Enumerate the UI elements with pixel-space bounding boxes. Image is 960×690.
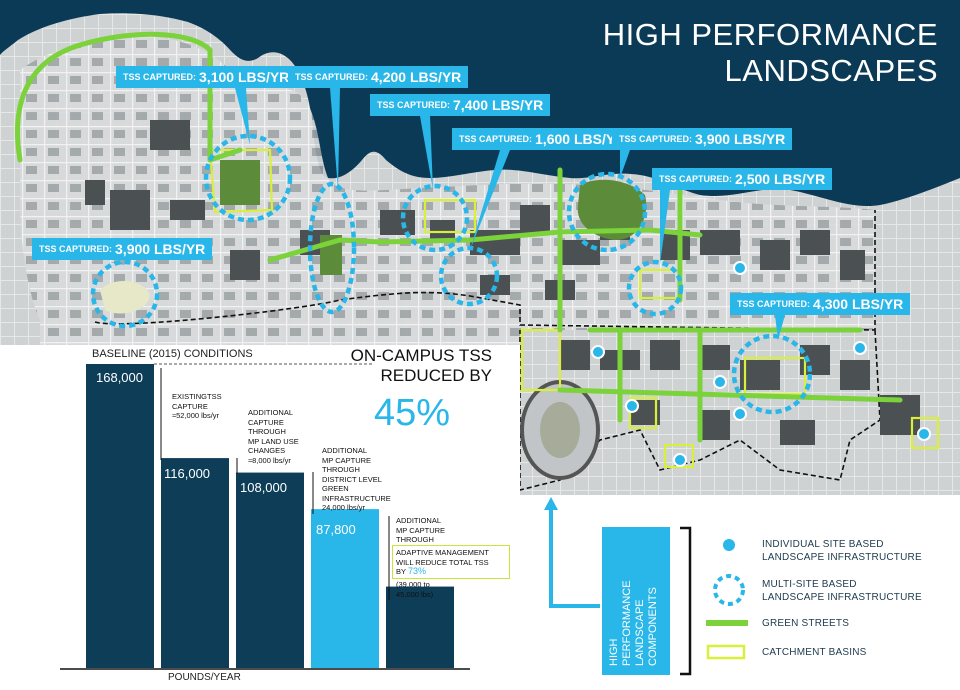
note-line: ADDITIONAL <box>322 446 368 455</box>
callout-value: 2,500 LBS/YR <box>735 171 826 187</box>
note-line: THROUGH <box>322 465 360 474</box>
callout-label: TSS CAPTURED: <box>295 72 369 82</box>
note-existing-capture: EXISTINGTSS CAPTURE ≈52,000 lbs/yr <box>172 392 222 421</box>
callout-label: TSS CAPTURED: <box>459 134 533 144</box>
note-line: 45,000 lbs) <box>396 589 434 599</box>
legend-item-line: CATCHMENT BASINS <box>762 647 867 658</box>
callout-value: 3,900 LBS/YR <box>695 131 786 147</box>
callout-label: TSS CAPTURED: <box>39 244 113 254</box>
callout-tss-4: TSS CAPTURED:1,600 LBS/YR <box>452 128 633 150</box>
buildings <box>85 120 920 445</box>
note-line: MP CAPTURE <box>322 455 372 465</box>
note-line: DISTRICT LEVEL <box>322 474 382 484</box>
bar-value-label-1: 168,000 <box>96 370 143 385</box>
note-line: CHANGES <box>248 446 286 455</box>
legend-title-line: LANDSCAPE <box>634 599 646 666</box>
headline-percent: 45% <box>374 392 451 434</box>
note-line: WILL REDUCE TOTAL TSS <box>396 557 489 567</box>
bar-value-label-2: 116,000 <box>164 466 211 481</box>
legend-item-line: LANDSCAPE INFRASTRUCTURE <box>762 592 922 603</box>
stadium-field <box>540 402 580 458</box>
note-line: GREEN <box>322 484 349 493</box>
legend-item-individual: INDIVIDUAL SITE BASED LANDSCAPE INFRASTR… <box>762 538 922 564</box>
note-land-use: ADDITIONAL CAPTURE THROUGH MP LAND USE C… <box>248 408 299 465</box>
note-line: CAPTURE <box>172 401 208 411</box>
note-line: INFRASTRUCTURE <box>322 493 391 503</box>
callout-tss-5: TSS CAPTURED:3,900 LBS/YR <box>612 128 793 150</box>
legend-item-line: GREEN STREETS <box>762 618 850 629</box>
legend-title: HIGH PERFORMANCE LANDSCAPE COMPONENTS <box>608 580 660 667</box>
note-line: ≈8,000 lbs/yr <box>248 455 291 465</box>
callout-value: 1,600 LBS/YR <box>535 131 626 147</box>
legend-title-line: COMPONENTS <box>647 587 659 666</box>
note-line: THROUGH <box>248 427 286 436</box>
note-line: 24,000 lbs/yr <box>322 503 365 512</box>
callout-value: 7,400 LBS/YR <box>453 97 544 113</box>
callout-label: TSS CAPTURED: <box>619 134 693 144</box>
note-line: THROUGH <box>396 535 434 544</box>
callout-label: TSS CAPTURED: <box>737 299 811 309</box>
callout-tss-2: TSS CAPTURED:4,200 LBS/YR <box>288 66 469 88</box>
adaptive-management-box: ADAPTIVE MANAGEMENT WILL REDUCE TOTAL TS… <box>392 545 510 579</box>
callout-tss-8: TSS CAPTURED:4,300 LBS/YR <box>730 293 911 315</box>
legend-title-box <box>602 527 670 675</box>
callout-label: TSS CAPTURED: <box>123 72 197 82</box>
individual-site-dots <box>591 261 931 467</box>
green-spaces <box>100 160 647 314</box>
callout-value: 3,100 LBS/YR <box>199 69 290 85</box>
legend-item-green-streets: GREEN STREETS <box>762 617 849 630</box>
note-line: ≈52,000 lbs/yr <box>172 411 220 420</box>
legend-item-multi-site: MULTI-SITE BASED LANDSCAPE INFRASTRUCTUR… <box>762 578 922 604</box>
callout-tss-1: TSS CAPTURED:3,100 LBS/YR <box>116 66 297 88</box>
note-line: BY <box>396 567 406 576</box>
note-line: CAPTURE <box>248 417 284 427</box>
map-title-line2: LANDSCAPES <box>724 53 938 88</box>
bar-value-label-4: 87,800 <box>316 522 356 537</box>
callout-pointers <box>110 88 785 340</box>
note-line: BY 73% <box>396 566 506 577</box>
legend-item-line: MULTI-SITE BASED <box>762 579 857 590</box>
chart-x-label: POUNDS/YEAR <box>168 672 241 683</box>
note-line: MP LAND USE <box>248 436 299 446</box>
callout-value: 3,900 LBS/YR <box>115 241 206 257</box>
note-range: (39,000 to 45,000 lbs) <box>396 580 433 599</box>
callout-value: 4,200 LBS/YR <box>371 69 462 85</box>
legend-title-line: PERFORMANCE <box>621 580 633 666</box>
legend-item-catchment: CATCHMENT BASINS <box>762 646 867 659</box>
bar-value-label-3: 108,000 <box>240 480 287 495</box>
callout-value: 4,300 LBS/YR <box>813 296 904 312</box>
legend-item-line: INDIVIDUAL SITE BASED <box>762 539 884 550</box>
headline: ON-CAMPUS TSS REDUCED BY <box>300 346 492 386</box>
note-line: ADDITIONAL <box>248 408 294 417</box>
headline-line2: REDUCED BY <box>380 366 492 385</box>
note-district-green: ADDITIONAL MP CAPTURE THROUGH DISTRICT L… <box>322 446 391 513</box>
callout-tss-3: TSS CAPTURED:7,400 LBS/YR <box>370 94 551 116</box>
callout-label: TSS CAPTURED: <box>659 174 733 184</box>
callout-tss-7: TSS CAPTURED:3,900 LBS/YR <box>32 238 213 260</box>
chart-title: BASELINE (2015) CONDITIONS <box>92 348 253 360</box>
headline-line1: ON-CAMPUS TSS <box>350 346 492 365</box>
note-line: ADDITIONAL <box>396 516 442 525</box>
note-line: MP CAPTURE <box>396 525 446 535</box>
multi-site-circles <box>90 133 813 415</box>
callout-tss-6: TSS CAPTURED:2,500 LBS/YR <box>652 168 833 190</box>
note-line: (39,000 to <box>396 580 430 589</box>
map-title-line1: HIGH PERFORMANCE <box>602 17 938 52</box>
adaptive-percent: 73% <box>407 566 426 576</box>
legend-item-line: LANDSCAPE INFRASTRUCTURE <box>762 552 922 563</box>
note-line: ADAPTIVE MANAGEMENT <box>396 548 489 557</box>
note-line: EXISTINGTSS <box>172 392 222 401</box>
callout-label: TSS CAPTURED: <box>377 100 451 110</box>
note-mp-capture: ADDITIONAL MP CAPTURE THROUGH <box>396 516 445 545</box>
legend-title-line: HIGH <box>608 638 620 667</box>
